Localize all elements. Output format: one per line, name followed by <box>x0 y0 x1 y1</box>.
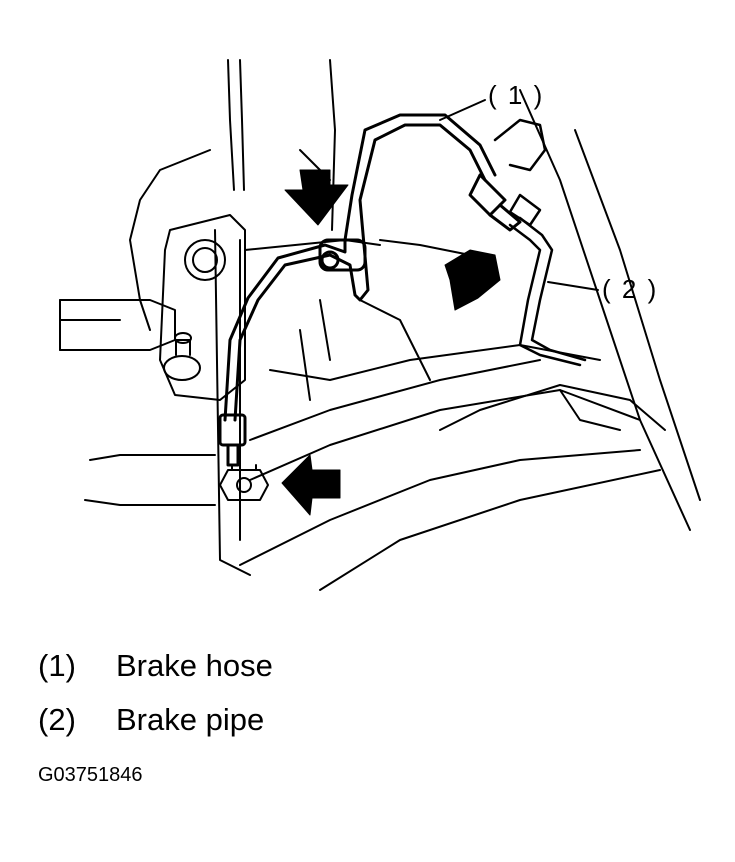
arrow-icon <box>281 454 341 516</box>
legend-number: (1) <box>38 648 76 683</box>
legend-item-brake-pipe: (2) Brake pipe <box>38 702 264 738</box>
brake-hose-removal-illustration <box>59 59 701 591</box>
caliper-mount <box>159 214 246 401</box>
arrow-icon <box>284 169 349 226</box>
hose-leader-line <box>439 99 486 121</box>
pipe-leader-line <box>547 281 599 291</box>
figure-code: G03751846 <box>38 764 143 786</box>
union-bolt <box>219 464 269 501</box>
pipe-callout: ( 2 ) <box>602 274 659 304</box>
arrow-icon <box>444 249 501 311</box>
legend-number: (2) <box>38 702 76 737</box>
legend-label: Brake hose <box>116 648 273 683</box>
legend-item-brake-hose: (1) Brake hose <box>38 648 273 684</box>
vehicle-body-outline <box>59 59 701 591</box>
hose-callout: ( 1 ) <box>488 80 545 110</box>
brake-pipe <box>493 118 587 367</box>
legend-label: Brake pipe <box>116 702 265 737</box>
